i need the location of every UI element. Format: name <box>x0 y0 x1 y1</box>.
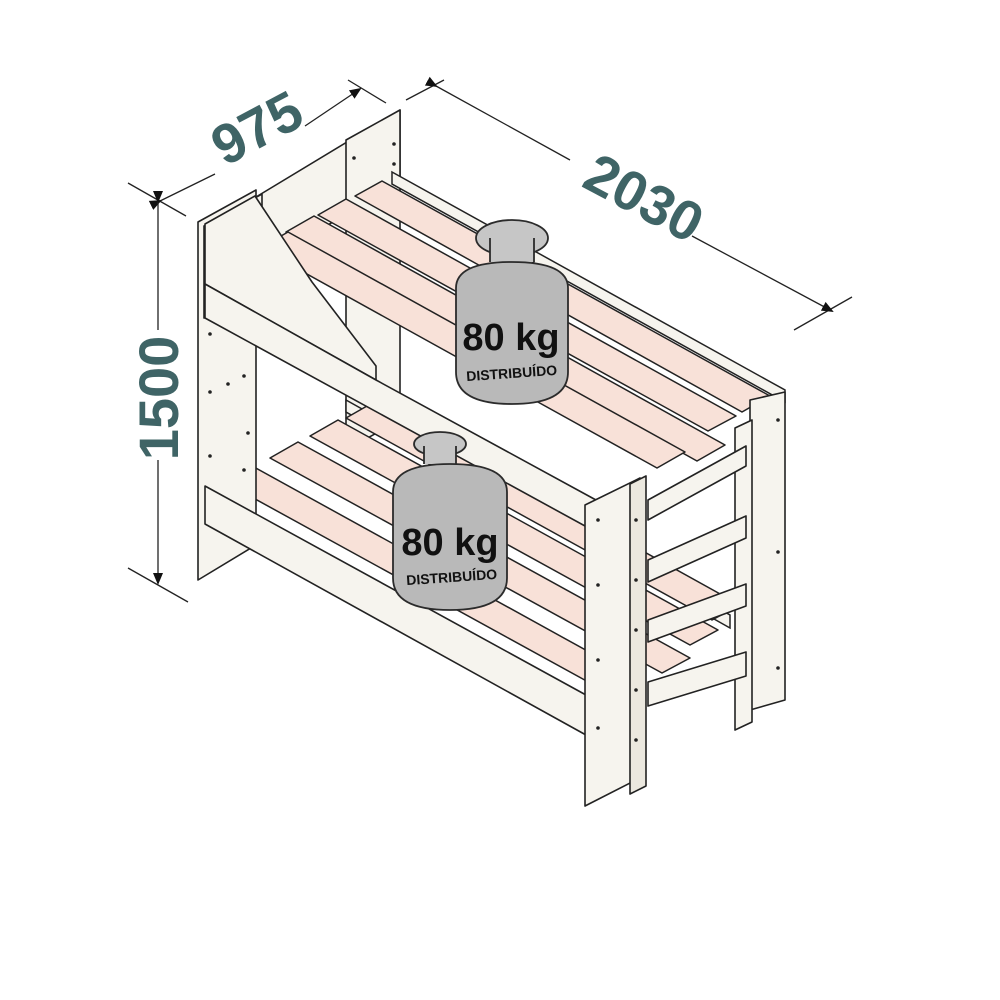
front-right-post-edge <box>629 475 647 795</box>
dimension-height-label: 1500 <box>127 336 190 461</box>
dimension-length-label: 2030 <box>574 141 714 255</box>
screw-holes <box>208 142 780 742</box>
upper-weight-value: 80 kg <box>462 317 559 359</box>
upper-weight-icon: 80 kg DISTRIBUÍDO <box>455 219 569 405</box>
lower-weight-label: DISTRIBUÍDO <box>406 566 498 588</box>
ladder <box>647 419 753 731</box>
ladder-side-rail <box>734 419 753 731</box>
lower-weight-icon: 80 kg DISTRIBUÍDO <box>392 431 508 611</box>
lower-weight-value: 80 kg <box>401 522 498 564</box>
dimension-lines <box>127 76 853 603</box>
dimension-width-label: 975 <box>201 78 313 177</box>
back-right-post <box>749 391 786 711</box>
upper-weight-label: DISTRIBUÍDO <box>466 362 558 384</box>
